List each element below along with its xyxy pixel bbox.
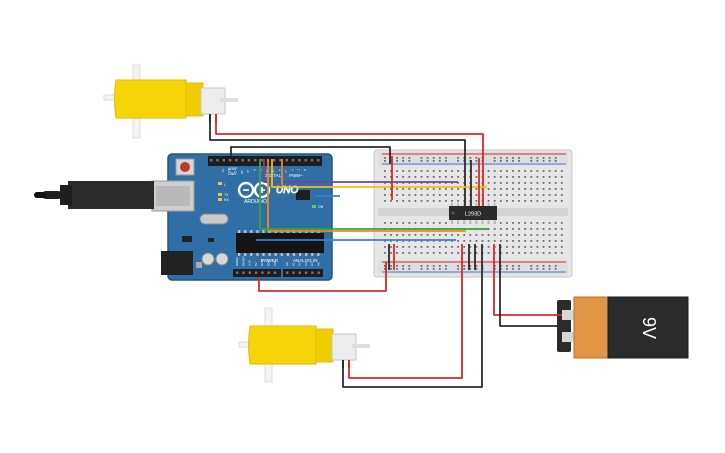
wire-battery-red — [493, 244, 562, 316]
digital-pin-label: 4 — [278, 169, 282, 171]
analog-pin-label: A2 — [298, 262, 302, 266]
wire-gnd-black — [230, 146, 391, 164]
analog-pin-label: A0 — [285, 262, 289, 266]
digital-pin-label: ~11 — [234, 169, 238, 174]
power-pin-label: VIN — [273, 261, 277, 266]
digital-pin-label: ~3 — [284, 169, 288, 173]
on-led-label: ON — [318, 205, 324, 209]
digital-pin-label: ~5 — [271, 169, 275, 173]
power-pin-label: GND — [267, 259, 271, 267]
digital-pin-label: ~10 — [240, 169, 244, 174]
l-led-label: L — [224, 183, 226, 187]
analog-header — [283, 269, 323, 277]
wire-yellow — [271, 159, 487, 188]
digital-pin-label: 2 — [290, 169, 294, 171]
power-pin-label: RESET — [241, 256, 245, 266]
digital-pin-label: 0 — [303, 169, 307, 171]
gnd-label: GND — [228, 172, 236, 176]
analog-pin-label: A4 — [310, 262, 314, 266]
power-pin-label: 3.3V — [248, 260, 252, 266]
wire-motor-top-black — [209, 121, 466, 206]
digital-pin-label: 12 — [227, 169, 231, 173]
wire-motor-bottom-black — [342, 244, 483, 388]
tx-label: TX — [224, 193, 229, 197]
reset-button[interactable] — [180, 162, 190, 172]
atmega-chip — [236, 233, 324, 253]
pwm-label: PWM~ — [289, 173, 303, 178]
dc-motor-bottom[interactable] — [238, 307, 370, 383]
battery-9v[interactable]: 9V — [557, 296, 689, 359]
power-jack — [161, 251, 193, 275]
wire-purple — [263, 159, 458, 183]
wire-orange-2 — [267, 159, 466, 232]
aref-label: AREF — [228, 167, 237, 171]
power-pin-label: 5V — [254, 262, 258, 266]
analog-pin-label: A3 — [304, 262, 308, 266]
power-label: POWER — [261, 258, 279, 263]
digital-pin-label: 1 — [297, 169, 301, 171]
dc-motor-top[interactable] — [103, 64, 238, 139]
battery-label: 9V — [639, 317, 659, 339]
wire-motor-top-red — [215, 121, 484, 206]
wire-motor-bottom-red — [348, 244, 463, 379]
arduino-uno-board[interactable]: ARDUINO UNO DIGITAL PWM~ POWER ANALOG IN… — [151, 153, 333, 281]
rx-label: RX — [224, 198, 230, 202]
wire-5v-red — [258, 262, 387, 292]
usb-cable — [34, 181, 154, 209]
analog-pin-label: A5 — [317, 262, 321, 266]
digital-pin-label: 8 — [253, 169, 257, 171]
digital-header — [208, 156, 322, 166]
l293d-driver-chip[interactable]: L293D — [449, 203, 497, 224]
digital-pin-label: ~9 — [246, 169, 250, 173]
arduino-model-text: UNO — [276, 185, 298, 196]
arduino-brand-text: ARDUINO — [244, 199, 267, 205]
power-pin-label: GND — [260, 259, 264, 267]
wire-green — [259, 159, 488, 230]
wire-battery-black — [499, 244, 562, 327]
analog-label: ANALOG IN — [293, 258, 318, 263]
ic-label: L293D — [465, 212, 481, 218]
digital-pin-label: 13 — [221, 169, 225, 173]
analog-pin-label: A1 — [291, 262, 295, 266]
crystal-oscillator — [199, 213, 229, 225]
power-pin-label: IOREF — [235, 257, 239, 266]
wires — [209, 121, 562, 388]
